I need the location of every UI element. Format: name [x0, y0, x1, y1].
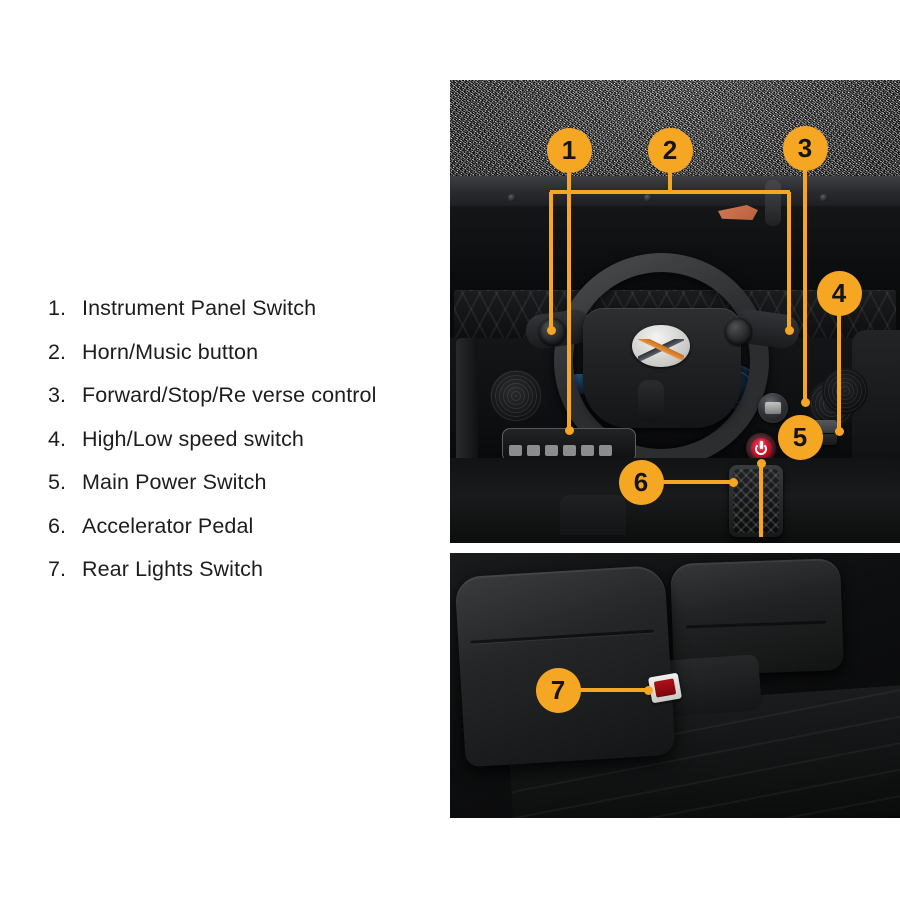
pedal-tread	[733, 469, 779, 533]
list-item-number: 5.	[48, 470, 67, 494]
rear-lights-switch[interactable]	[647, 672, 683, 704]
list-item-number: 6.	[48, 513, 67, 538]
music-note-icon[interactable]	[599, 445, 612, 456]
list-item-label: Accelerator Pedal	[82, 513, 254, 538]
mirror-stalk	[765, 180, 781, 226]
horn-button-left[interactable]	[539, 318, 566, 345]
rear-seat-photo: 7	[450, 553, 900, 818]
list-item: 6. Accelerator Pedal	[48, 514, 448, 558]
volume-up-icon[interactable]	[509, 445, 522, 456]
air-vent-right	[822, 368, 868, 414]
callout-marker-7[interactable]: 7	[535, 667, 581, 713]
door-pillar-left	[456, 338, 478, 468]
music-button-right[interactable]	[725, 318, 752, 345]
callout-marker-1[interactable]: 1	[546, 127, 592, 173]
list-item-label: High/Low speed switch	[82, 426, 304, 451]
list-item: 5. Main Power Switch	[48, 470, 448, 514]
control-legend-list: 1. Instrument Panel Switch 2. Horn/Music…	[48, 296, 448, 601]
list-item-number: 3.	[48, 383, 67, 407]
callout-marker-4[interactable]: 4	[816, 270, 862, 316]
callout-marker-2[interactable]: 2	[647, 127, 693, 173]
list-item: 1. Instrument Panel Switch	[48, 296, 448, 340]
list-item-label: Instrument Panel Switch	[82, 296, 317, 320]
list-item: 7. Rear Lights Switch	[48, 557, 448, 601]
list-item: 2. Horn/Music button	[48, 340, 448, 384]
rail-bolt-icon	[820, 194, 828, 202]
rail-bolt-icon	[644, 194, 652, 202]
callout-marker-5[interactable]: 5	[777, 414, 823, 460]
list-item-number: 1.	[48, 296, 67, 320]
forward-stop-reverse-control[interactable]	[758, 393, 788, 423]
list-item-label: Rear Lights Switch	[82, 557, 264, 581]
power-icon	[750, 437, 772, 459]
list-item-number: 2.	[48, 339, 67, 364]
list-item: 4. High/Low speed switch	[48, 427, 448, 471]
list-item-label: Main Power Switch	[82, 470, 267, 494]
list-item-number: 7.	[48, 557, 67, 581]
list-item: 3. Forward/Stop/Re verse control	[48, 383, 448, 427]
instrument-panel-switch[interactable]	[502, 428, 636, 462]
list-item-label: Forward/Stop/Re verse control	[82, 383, 377, 407]
callout-marker-3[interactable]: 3	[782, 125, 828, 171]
bluetooth-icon[interactable]	[563, 445, 576, 456]
switch-red-rocker	[653, 678, 677, 698]
volume-down-icon[interactable]	[527, 445, 540, 456]
main-power-switch[interactable]	[746, 433, 776, 463]
headlight-icon[interactable]	[545, 445, 558, 456]
accelerator-pedal[interactable]	[729, 465, 783, 537]
list-item-number: 4.	[48, 426, 67, 451]
power-icon[interactable]	[581, 445, 594, 456]
rear-seat-left	[454, 564, 676, 768]
callout-marker-6[interactable]: 6	[618, 459, 664, 505]
floor-hump	[560, 495, 626, 535]
speaker-grille-left	[490, 370, 542, 422]
steering-wheel-lower-spoke	[638, 380, 664, 422]
rail-bolt-icon	[508, 194, 516, 202]
footwell-floor	[450, 458, 900, 543]
dashboard-photo: 1 2 3 4	[450, 80, 900, 543]
list-item-label: Horn/Music button	[82, 339, 259, 364]
brand-logo-icon	[632, 325, 690, 367]
